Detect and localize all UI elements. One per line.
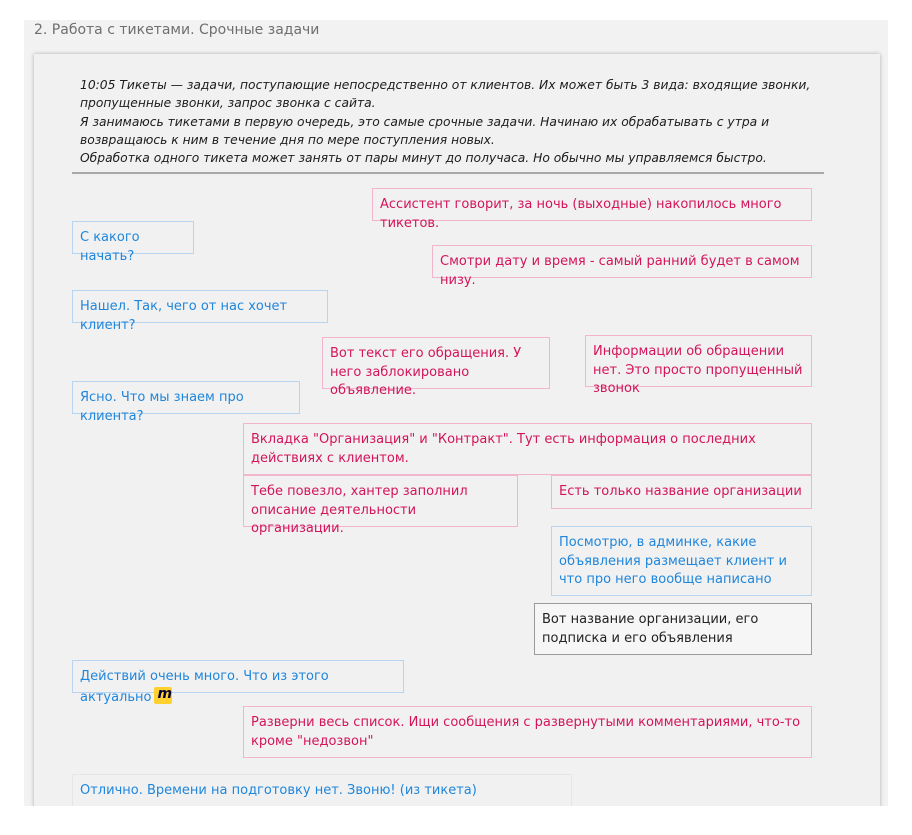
- user-note-text: Действий очень много. Что из этого актуа…: [80, 669, 329, 705]
- assistant-note[interactable]: Тебе повезло, хантер заполнил описание д…: [243, 475, 518, 536]
- user-note[interactable]: Действий очень много. Что из этого актуа…: [72, 660, 404, 705]
- intro-text[interactable]: 10:05 Тикеты — задачи, поступающие непос…: [80, 76, 811, 167]
- assistant-note[interactable]: Ассистент говорит, за ночь (выходные) на…: [372, 188, 812, 231]
- assistant-note[interactable]: Информации об обращении нет. Это просто …: [585, 335, 812, 396]
- board-canvas: 10:05 Тикеты — задачи, поступающие непос…: [34, 54, 880, 806]
- assistant-note[interactable]: Вкладка "Организация" и "Контракт". Тут …: [243, 423, 812, 475]
- assistant-note[interactable]: Разверни весь список. Ищи сообщения с ра…: [243, 706, 812, 758]
- intro-line: возвращаюсь к ним в течение дня по мере …: [80, 132, 495, 147]
- user-note[interactable]: Ясно. Что мы знаем про клиента?: [72, 381, 300, 424]
- board-frame: 2. Работа с тикетами. Срочные задачи 10:…: [24, 20, 888, 806]
- frame-title: 2. Работа с тикетами. Срочные задачи: [34, 22, 320, 38]
- assistant-note[interactable]: Вот текст его обращения. У него заблокир…: [322, 337, 550, 398]
- divider-line: [72, 172, 824, 174]
- intro-line: Обработка одного тикета может занять от …: [80, 151, 767, 166]
- user-note[interactable]: С какого начать?: [72, 221, 194, 264]
- intro-line: Я занимаюсь тикетами в первую очередь, э…: [80, 114, 770, 129]
- user-note[interactable]: Посмотрю, в админке, какие объявления ра…: [551, 526, 812, 596]
- miro-icon: [154, 685, 173, 704]
- user-note[interactable]: Нашел. Так, чего от нас хочет клиент?: [72, 290, 328, 333]
- system-note[interactable]: Вот название организации, его подписка и…: [534, 603, 812, 655]
- intro-line: 10:05 Тикеты — задачи, поступающие непос…: [80, 78, 811, 92]
- intro-line: пропущенные звонки, запрос звонка с сайт…: [80, 96, 376, 111]
- assistant-note[interactable]: Есть только название организации: [551, 475, 812, 509]
- assistant-note[interactable]: Смотри дату и время - самый ранний будет…: [432, 245, 812, 288]
- user-note[interactable]: Отлично. Времени на подготовку нет. Звон…: [72, 774, 572, 806]
